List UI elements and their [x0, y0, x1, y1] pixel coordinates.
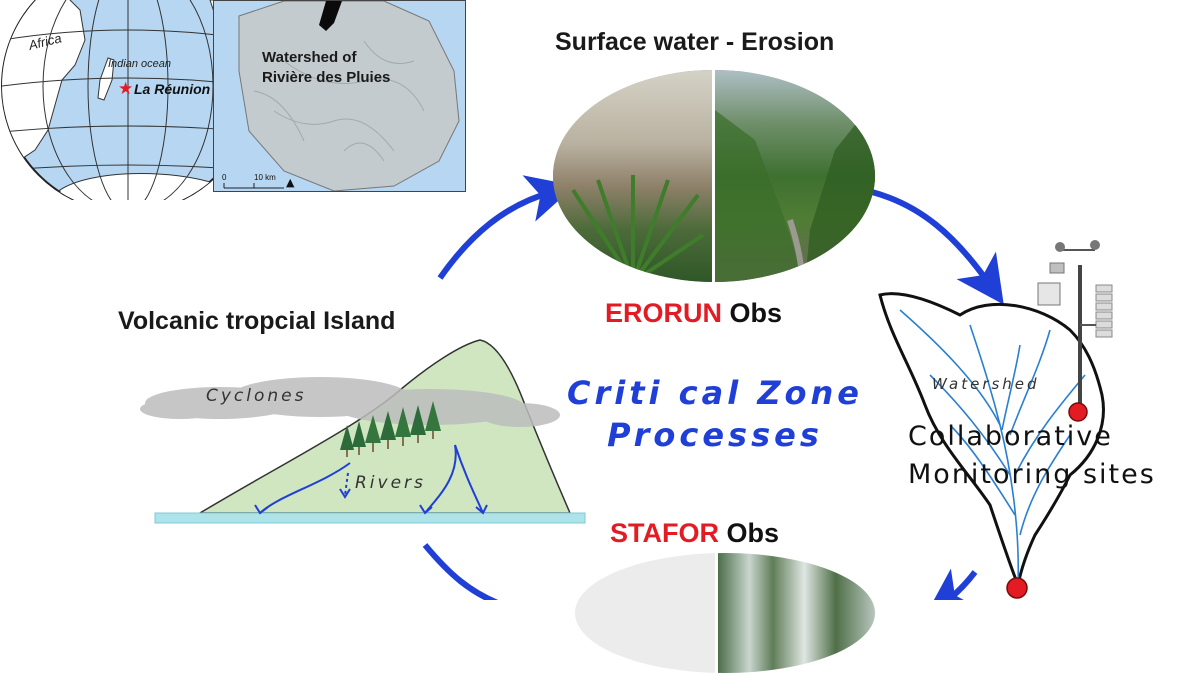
inset-graphic: ▲	[223, 0, 460, 192]
stafor-obs-label: STAFOR Obs	[610, 518, 779, 549]
valley-graphic	[715, 100, 875, 282]
rivers-label: Rivers	[355, 473, 426, 493]
island-panel-title: Volcanic tropcial Island	[118, 307, 396, 335]
watershed-map-label-line1: Watershed of	[262, 49, 357, 66]
river-arrows	[254, 444, 488, 515]
madagascar-landmass	[97, 57, 115, 101]
north-arrow-icon: ▲	[286, 176, 295, 189]
watershed-label: Watershed	[932, 375, 1040, 393]
island-label: La Réunion	[134, 81, 210, 97]
monitoring-site-marker-outlet	[1006, 577, 1028, 599]
watershed-outline	[878, 292, 1105, 591]
erorun-name: ERORUN	[605, 298, 723, 328]
surface-water-title: Surface water - Erosion	[555, 28, 835, 56]
scale-zero: 0	[222, 173, 227, 182]
watershed-highlight	[319, 1, 342, 31]
collab-line2: Monitoring sites	[908, 459, 1156, 490]
ocean-label: Indian ocean	[108, 58, 171, 70]
watershed-map-label: Watershed of Rivière des Pluies	[262, 48, 390, 88]
volcanic-island-diagram	[140, 339, 586, 524]
erorun-obs-word: Obs	[722, 298, 783, 328]
collaborative-monitoring-label: Collaborative Monitoring sites	[908, 418, 1156, 494]
arrow-left-bottom	[422, 543, 499, 600]
stafor-photo-oval	[575, 553, 875, 673]
plant-leaves-graphic	[561, 175, 705, 282]
monitoring-site-marker-upper	[1068, 402, 1088, 422]
forest-trees	[340, 401, 441, 457]
stream-network	[899, 309, 1086, 586]
sea-strip	[154, 512, 586, 524]
scale-ten: 10 km	[254, 173, 276, 182]
star-icon: ★	[118, 79, 133, 99]
cloud-band	[140, 377, 560, 427]
critical-zone-line2: Processes	[607, 416, 823, 454]
arrow-right-top	[871, 189, 1004, 305]
stafor-obs-word: Obs	[719, 518, 780, 548]
collab-line1: Collaborative	[908, 421, 1113, 452]
watershed-diagram	[878, 240, 1113, 599]
erorun-obs-label: ERORUN Obs	[605, 298, 782, 329]
critical-zone-processes-label: Criti cal Zone Processes	[555, 372, 875, 456]
cyclones-label: Cyclones	[206, 386, 307, 406]
weather-station-icon	[1037, 240, 1113, 410]
stafor-name: STAFOR	[610, 518, 719, 548]
cycle-arrows	[422, 175, 1004, 600]
critical-zone-line1: Criti cal Zone	[567, 374, 863, 412]
arrow-right-bottom	[925, 568, 979, 600]
arrow-left-top	[437, 175, 576, 280]
erosion-photo-oval	[553, 70, 875, 282]
watershed-map-label-line2: Rivière des Pluies	[262, 69, 391, 86]
forest-waterfall-photo	[718, 553, 875, 673]
inset-map: ▲ Watershed of Rivière des Pluies 0 10 k…	[213, 0, 466, 192]
island-relief	[238, 0, 460, 192]
